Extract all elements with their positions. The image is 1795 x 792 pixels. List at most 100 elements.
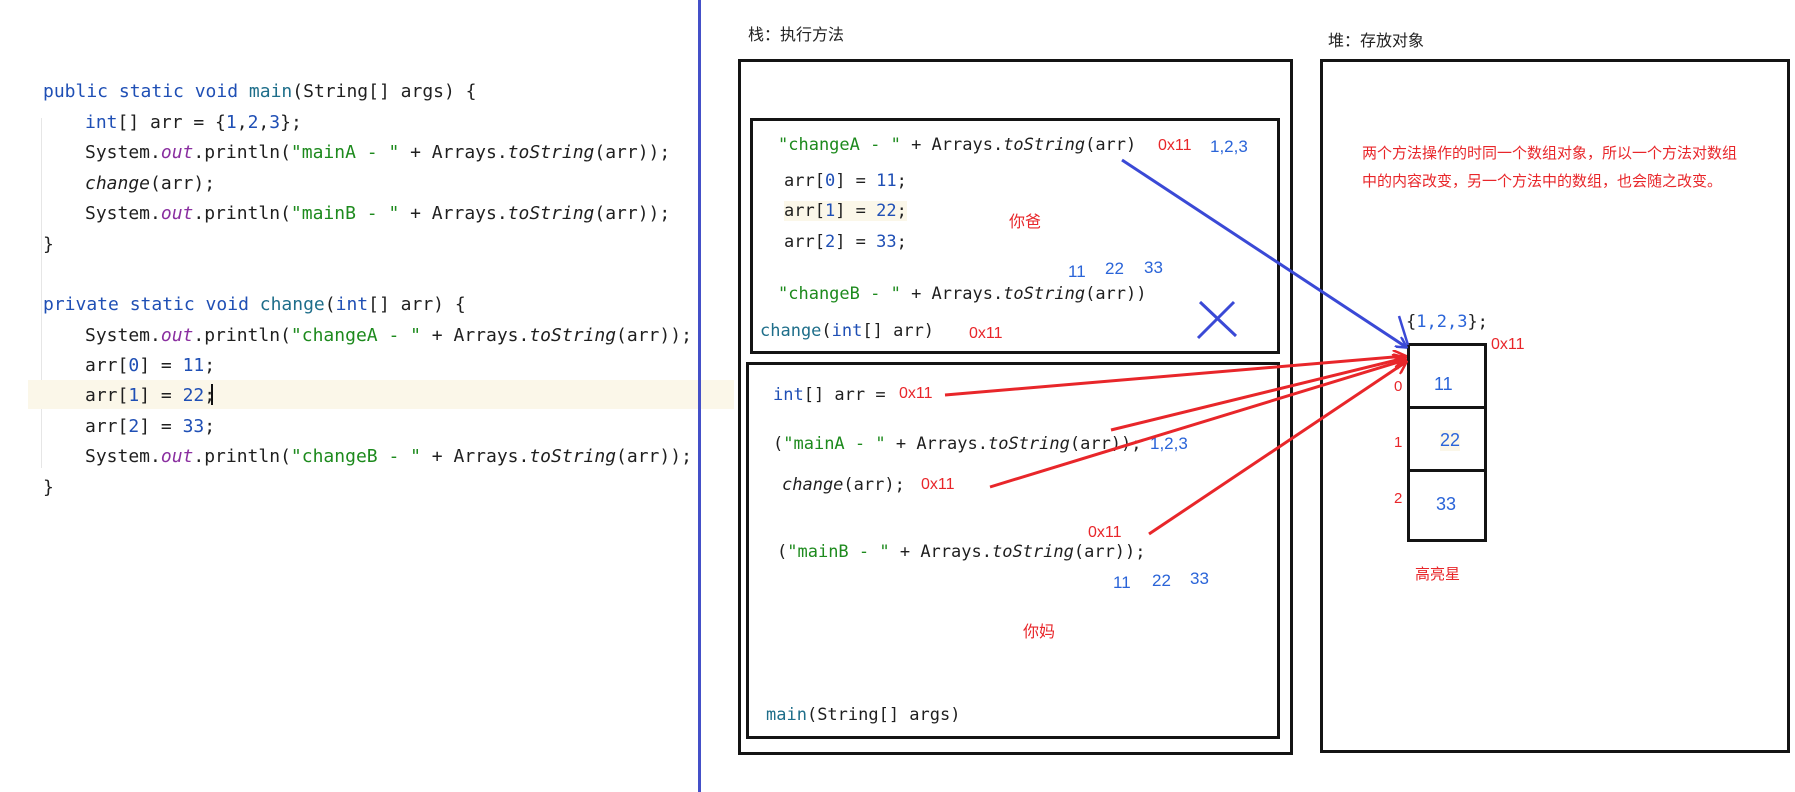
- text: ;: [204, 416, 216, 437]
- main-decl-line: int[] arr =: [773, 385, 896, 405]
- static-call: toString: [987, 434, 1070, 454]
- num: 22: [876, 201, 897, 221]
- change-line-3[interactable]: arr[1] = 22;: [85, 382, 215, 410]
- text: + Arrays.: [885, 434, 988, 454]
- change-line-1: System.out.println("changeA - " + Arrays…: [85, 322, 692, 350]
- change-a-line: "changeA - " + Arrays.toString(arr): [778, 135, 1136, 155]
- static-call: toString: [507, 142, 595, 163]
- text: ;: [896, 171, 907, 191]
- heap-title: 堆：存放对象: [1328, 33, 1425, 50]
- literal-pointer: [1397, 315, 1410, 346]
- static-call: toString: [529, 325, 617, 346]
- stack-area: [738, 59, 1293, 755]
- params: [] arr): [862, 321, 935, 341]
- change-frame: [750, 118, 1280, 354]
- text: .println(: [193, 142, 291, 163]
- static-call: toString: [991, 542, 1074, 562]
- change-close-brace: }: [43, 477, 54, 498]
- num: 3: [269, 112, 281, 133]
- array-value: 22: [1440, 430, 1461, 451]
- num: 11: [876, 171, 897, 191]
- assign-0: arr[0] = 11;: [784, 171, 907, 191]
- static-call: toString: [1003, 284, 1086, 304]
- text: (arr);: [843, 475, 905, 495]
- string: "changeA - ": [778, 135, 901, 155]
- text: + Arrays.: [420, 325, 530, 346]
- main-a-line: ("mainA - " + Arrays.toString(arr));: [773, 434, 1142, 454]
- text: (arr));: [594, 142, 671, 163]
- num: 22: [182, 385, 205, 406]
- text: System.: [85, 446, 161, 467]
- array-caption: 高亮星: [1415, 566, 1461, 583]
- static-call: change: [782, 475, 844, 495]
- array-literal: {1,2,3};: [1406, 312, 1488, 332]
- static-call: toString: [507, 203, 595, 224]
- array-value: 11: [1434, 374, 1453, 394]
- field: out: [160, 325, 194, 346]
- text: ;: [896, 201, 907, 221]
- main-value-33: 33: [1190, 569, 1209, 588]
- array-index: 0: [1394, 378, 1403, 395]
- text: (arr)): [1085, 284, 1147, 304]
- string: "mainA - ": [783, 434, 886, 454]
- heap-note-line-1: 两个方法操作的时同一个数组对象，所以一个方法对数组: [1362, 145, 1738, 162]
- num: 11: [182, 355, 205, 376]
- text: + Arrays.: [900, 284, 1004, 304]
- num: 1: [824, 201, 836, 221]
- main-close-brace: }: [43, 234, 54, 255]
- text: ] =: [139, 416, 183, 437]
- main-value-11: 11: [1113, 573, 1131, 592]
- reference-arrow-change: [1121, 158, 1406, 347]
- text: arr[: [85, 385, 129, 406]
- main-a-values: 1,2,3: [1150, 434, 1188, 453]
- assign-2: arr[2] = 33;: [784, 232, 907, 252]
- text: + Arrays.: [889, 542, 992, 562]
- text: arr[: [784, 201, 825, 221]
- string: "changeB - ": [778, 284, 901, 304]
- text: [] arr = {: [117, 112, 226, 133]
- static-call: toString: [529, 446, 617, 467]
- panel-divider: [698, 0, 701, 792]
- num: 2: [824, 232, 836, 252]
- num: 1: [225, 112, 237, 133]
- main-line-2: System.out.println("mainA - " + Arrays.t…: [85, 139, 670, 167]
- text: System.: [85, 142, 161, 163]
- main-call-line: change(arr);: [782, 475, 905, 495]
- text: arr[: [85, 416, 129, 437]
- text: (: [324, 294, 336, 315]
- comma: ,: [258, 112, 270, 133]
- num: 33: [182, 416, 205, 437]
- text: ] =: [139, 385, 183, 406]
- reference-arrow-main-call: [989, 360, 1405, 489]
- main-line-3: change(arr);: [85, 170, 215, 198]
- type: int: [773, 385, 804, 405]
- text: .println(: [193, 325, 291, 346]
- num: 0: [824, 171, 836, 191]
- text: + Arrays.: [399, 142, 508, 163]
- assign-1: arr[1] = 22;: [784, 201, 907, 221]
- main-signature: public static void main(String[] args) {: [43, 78, 477, 106]
- text: arr[: [784, 232, 825, 252]
- string: "mainB - ": [290, 203, 400, 224]
- field: out: [160, 203, 194, 224]
- main-frame: [746, 362, 1280, 739]
- main-call-addr: 0x11: [921, 476, 955, 493]
- heap-array-addr: 0x11: [1491, 336, 1525, 353]
- string: "mainA - ": [290, 142, 400, 163]
- modifiers: public static void: [43, 81, 239, 102]
- num: 33: [876, 232, 897, 252]
- text-caret: [211, 384, 213, 405]
- method-name: change: [259, 294, 325, 315]
- field: out: [160, 142, 194, 163]
- text: + Arrays.: [900, 135, 1004, 155]
- change-value-11: 11: [1068, 262, 1086, 281]
- text: ;: [204, 355, 216, 376]
- change-line-5: System.out.println("changeB - " + Arrays…: [85, 443, 692, 471]
- change-a-values: 1,2,3: [1210, 137, 1248, 156]
- text: .println(: [193, 203, 291, 224]
- static-call: toString: [1003, 135, 1086, 155]
- num: 1: [128, 385, 140, 406]
- indent-guide: [41, 118, 42, 468]
- main-line-4: System.out.println("mainB - " + Arrays.t…: [85, 200, 670, 228]
